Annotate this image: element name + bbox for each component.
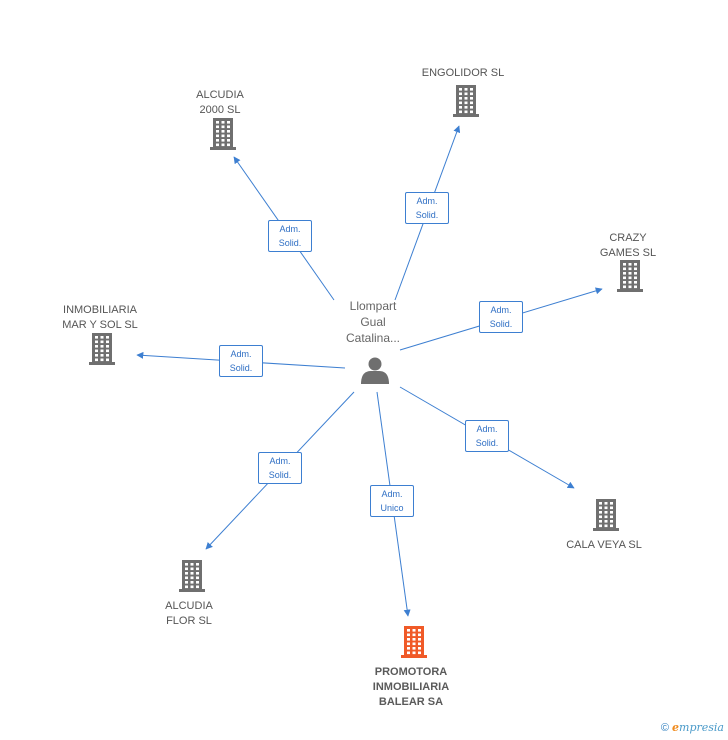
edge-label-engolidor[interactable]: Adm. Solid. xyxy=(405,192,449,224)
brand-initial: e xyxy=(672,721,680,734)
copyright-symbol: © xyxy=(660,722,669,734)
company-label-line: ALCUDIA xyxy=(196,89,244,101)
edge-label-line: Solid. xyxy=(489,319,513,329)
edge-label-promotora[interactable]: Adm. Unico xyxy=(370,485,414,517)
company-label-alcudia-flor[interactable]: ALCUDIA FLOR SL xyxy=(119,599,259,629)
company-label-engolidor[interactable]: ENGOLIDOR SL xyxy=(393,66,533,81)
edge-label-crazy-games[interactable]: Adm. Solid. xyxy=(479,301,523,333)
edge-label-line: Solid. xyxy=(415,210,439,220)
edge-label-line: Adm. xyxy=(416,196,438,206)
company-label-line: INMOBILIARIA xyxy=(372,681,450,693)
edge-label-inmobiliaria-mar[interactable]: Adm. Solid. xyxy=(219,345,263,377)
edge-label-line: Unico xyxy=(380,503,404,513)
edge-label-alcudia-2000[interactable]: Adm. Solid. xyxy=(268,220,312,252)
edge-label-line: Adm. xyxy=(230,349,252,359)
building-icon-engolidor[interactable] xyxy=(453,85,479,117)
edge-label-line: Adm. xyxy=(476,424,498,434)
building-icon-promotora[interactable] xyxy=(401,626,427,658)
company-label-line: ENGOLIDOR SL xyxy=(421,67,505,79)
company-label-line: PROMOTORA xyxy=(374,666,448,678)
company-label-line: GAMES SL xyxy=(599,247,657,259)
building-icon-alcudia-flor[interactable] xyxy=(179,560,205,592)
edge-label-line: Solid. xyxy=(268,470,292,480)
company-label-line: BALEAR SA xyxy=(378,696,444,708)
edge-label-line: Solid. xyxy=(475,438,499,448)
company-label-crazy-games[interactable]: CRAZY GAMES SL xyxy=(558,231,698,261)
company-label-line: 2000 SL xyxy=(199,104,241,116)
edge-label-line: Adm. xyxy=(279,224,301,234)
building-icon-crazy-games[interactable] xyxy=(617,260,643,292)
edge-label-alcudia-flor[interactable]: Adm. Solid. xyxy=(258,452,302,484)
person-icon[interactable] xyxy=(361,357,389,385)
edge-label-line: Adm. xyxy=(490,305,512,315)
company-label-cala-veya[interactable]: CALA VEYA SL xyxy=(534,538,674,553)
brand-name: mpresia xyxy=(679,721,724,734)
footer-brand[interactable]: © empresia xyxy=(661,721,724,734)
company-label-line: MAR Y SOL SL xyxy=(62,319,138,331)
edge-label-cala-veya[interactable]: Adm. Solid. xyxy=(465,420,509,452)
company-label-line: INMOBILIARIA xyxy=(63,304,137,316)
company-label-inmobiliaria-mar[interactable]: INMOBILIARIA MAR Y SOL SL xyxy=(30,303,170,333)
company-label-line: CALA VEYA SL xyxy=(566,539,642,551)
person-label-line: Catalina... xyxy=(345,331,401,345)
company-label-line: CRAZY xyxy=(609,232,647,244)
company-label-alcudia-2000[interactable]: ALCUDIA 2000 SL xyxy=(150,88,290,118)
person-label-line: Llompart xyxy=(349,299,397,313)
edge-label-line: Adm. xyxy=(381,489,403,499)
building-icon-alcudia-2000[interactable] xyxy=(210,118,236,150)
company-label-promotora[interactable]: PROMOTORA INMOBILIARIA BALEAR SA xyxy=(341,665,481,710)
edge-label-line: Solid. xyxy=(229,363,253,373)
edge-label-line: Solid. xyxy=(278,238,302,248)
edge-label-line: Adm. xyxy=(269,456,291,466)
building-icon-cala-veya[interactable] xyxy=(593,499,619,531)
building-icon-inmobiliaria-mar[interactable] xyxy=(89,333,115,365)
company-label-line: ALCUDIA xyxy=(165,600,213,612)
company-label-line: FLOR SL xyxy=(166,615,212,627)
person-label-line: Gual xyxy=(360,315,386,329)
